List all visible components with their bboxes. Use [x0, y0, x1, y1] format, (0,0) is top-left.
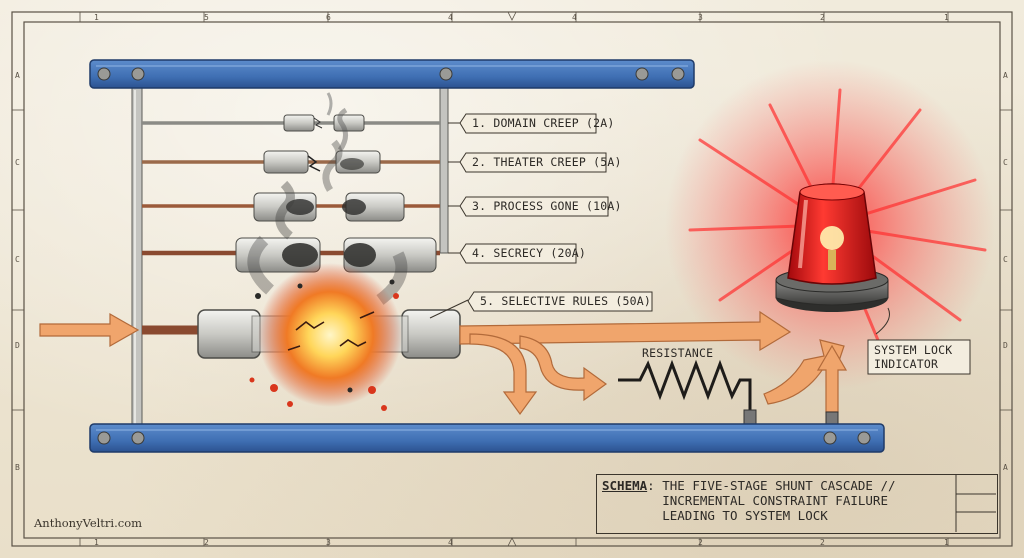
- fuse-theater-creep: [263, 107, 381, 174]
- svg-text:A: A: [1003, 71, 1008, 80]
- top-rail: [89, 59, 695, 89]
- svg-text:2: 2: [698, 538, 703, 547]
- svg-text:1: 1: [944, 538, 949, 547]
- svg-text:5: 5: [204, 13, 209, 22]
- svg-text:C: C: [1003, 158, 1008, 167]
- vertical-bus-left: [131, 87, 143, 434]
- svg-text:5. SELECTIVE RULES (50A): 5. SELECTIVE RULES (50A): [480, 294, 651, 308]
- svg-text:D: D: [1003, 341, 1008, 350]
- svg-text:1: 1: [94, 538, 99, 547]
- title-line-3: LEADING TO SYSTEM LOCK: [602, 508, 952, 523]
- fuse-process-gone: [253, 139, 405, 222]
- svg-text:2: 2: [820, 538, 825, 547]
- svg-text:SYSTEM LOCK: SYSTEM LOCK: [874, 343, 952, 357]
- title-line-2: INCREMENTAL CONSTRAINT FAILURE: [602, 493, 952, 508]
- shunt-flow-arrows: [459, 310, 848, 416]
- svg-text:1. DOMAIN CREEP (2A): 1. DOMAIN CREEP (2A): [472, 116, 614, 130]
- fuse-domain-creep: [283, 92, 365, 132]
- svg-text:4. SECRECY (20A): 4. SECRECY (20A): [472, 246, 586, 260]
- border-right-letters: A C C D A: [1003, 71, 1008, 472]
- svg-text:2. THEATER CREEP (5A): 2. THEATER CREEP (5A): [472, 155, 622, 169]
- fuse-secrecy: [235, 180, 437, 273]
- svg-text:C: C: [1003, 255, 1008, 264]
- svg-text:INDICATOR: INDICATOR: [874, 357, 938, 371]
- svg-text:3: 3: [698, 13, 703, 22]
- title-block: [596, 474, 998, 534]
- vertical-bus-right: [439, 87, 449, 254]
- resistor-label: RESISTANCE: [642, 346, 713, 360]
- title-prefix: SCHEMA: [602, 478, 648, 493]
- svg-text:1: 1: [94, 13, 99, 22]
- svg-text:C: C: [15, 158, 20, 167]
- bottom-rail: [89, 423, 885, 453]
- system-lock-beacon: [775, 183, 889, 312]
- title-block-text: SCHEMA: THE FIVE-STAGE SHUNT CASCADE // …: [602, 478, 952, 523]
- svg-text:3: 3: [326, 538, 331, 547]
- svg-text:4: 4: [572, 13, 577, 22]
- svg-text:D: D: [15, 341, 20, 350]
- svg-text:A: A: [1003, 463, 1008, 472]
- title-line-1: SCHEMA: THE FIVE-STAGE SHUNT CASCADE //: [602, 478, 896, 493]
- fuse-label-1: 1. DOMAIN CREEP (2A): [459, 113, 614, 134]
- svg-text:B: B: [15, 463, 20, 472]
- fuse-label-3: 3. PROCESS GONE (10A): [459, 196, 622, 217]
- svg-text:C: C: [15, 255, 20, 264]
- border-top-numbers: 1 5 6 4 4 3 2 1: [94, 13, 949, 22]
- fuse-label-2: 2. THEATER CREEP (5A): [459, 152, 622, 173]
- drawing-border: [11, 11, 1013, 547]
- svg-text:2: 2: [820, 13, 825, 22]
- svg-text:1: 1: [944, 13, 949, 22]
- svg-text:A: A: [15, 71, 20, 80]
- svg-text:4: 4: [448, 13, 453, 22]
- border-left-letters: A C C D B: [15, 71, 20, 472]
- fuse-selective-rules: [197, 235, 461, 411]
- indicator-label: SYSTEM LOCK INDICATOR: [867, 339, 971, 375]
- title-block-grid: [955, 474, 996, 532]
- fuse-label-4: 4. SECRECY (20A): [459, 243, 586, 264]
- input-current-arrow: [39, 312, 140, 348]
- svg-text:6: 6: [326, 13, 331, 22]
- site-credit: AnthonyVeltri.com: [34, 516, 143, 530]
- title-text-2: INCREMENTAL CONSTRAINT FAILURE: [662, 493, 888, 508]
- border-bottom-numbers: 1 2 3 4 2 2 1: [94, 538, 949, 547]
- svg-text:2: 2: [204, 538, 209, 547]
- title-text-3: LEADING TO SYSTEM LOCK: [662, 508, 828, 523]
- resistor: [618, 359, 757, 427]
- fuse-label-5: 5. SELECTIVE RULES (50A): [467, 291, 653, 312]
- title-text-1: THE FIVE-STAGE SHUNT CASCADE //: [662, 478, 896, 493]
- svg-text:3. PROCESS GONE (10A): 3. PROCESS GONE (10A): [472, 199, 622, 213]
- svg-text:4: 4: [448, 538, 453, 547]
